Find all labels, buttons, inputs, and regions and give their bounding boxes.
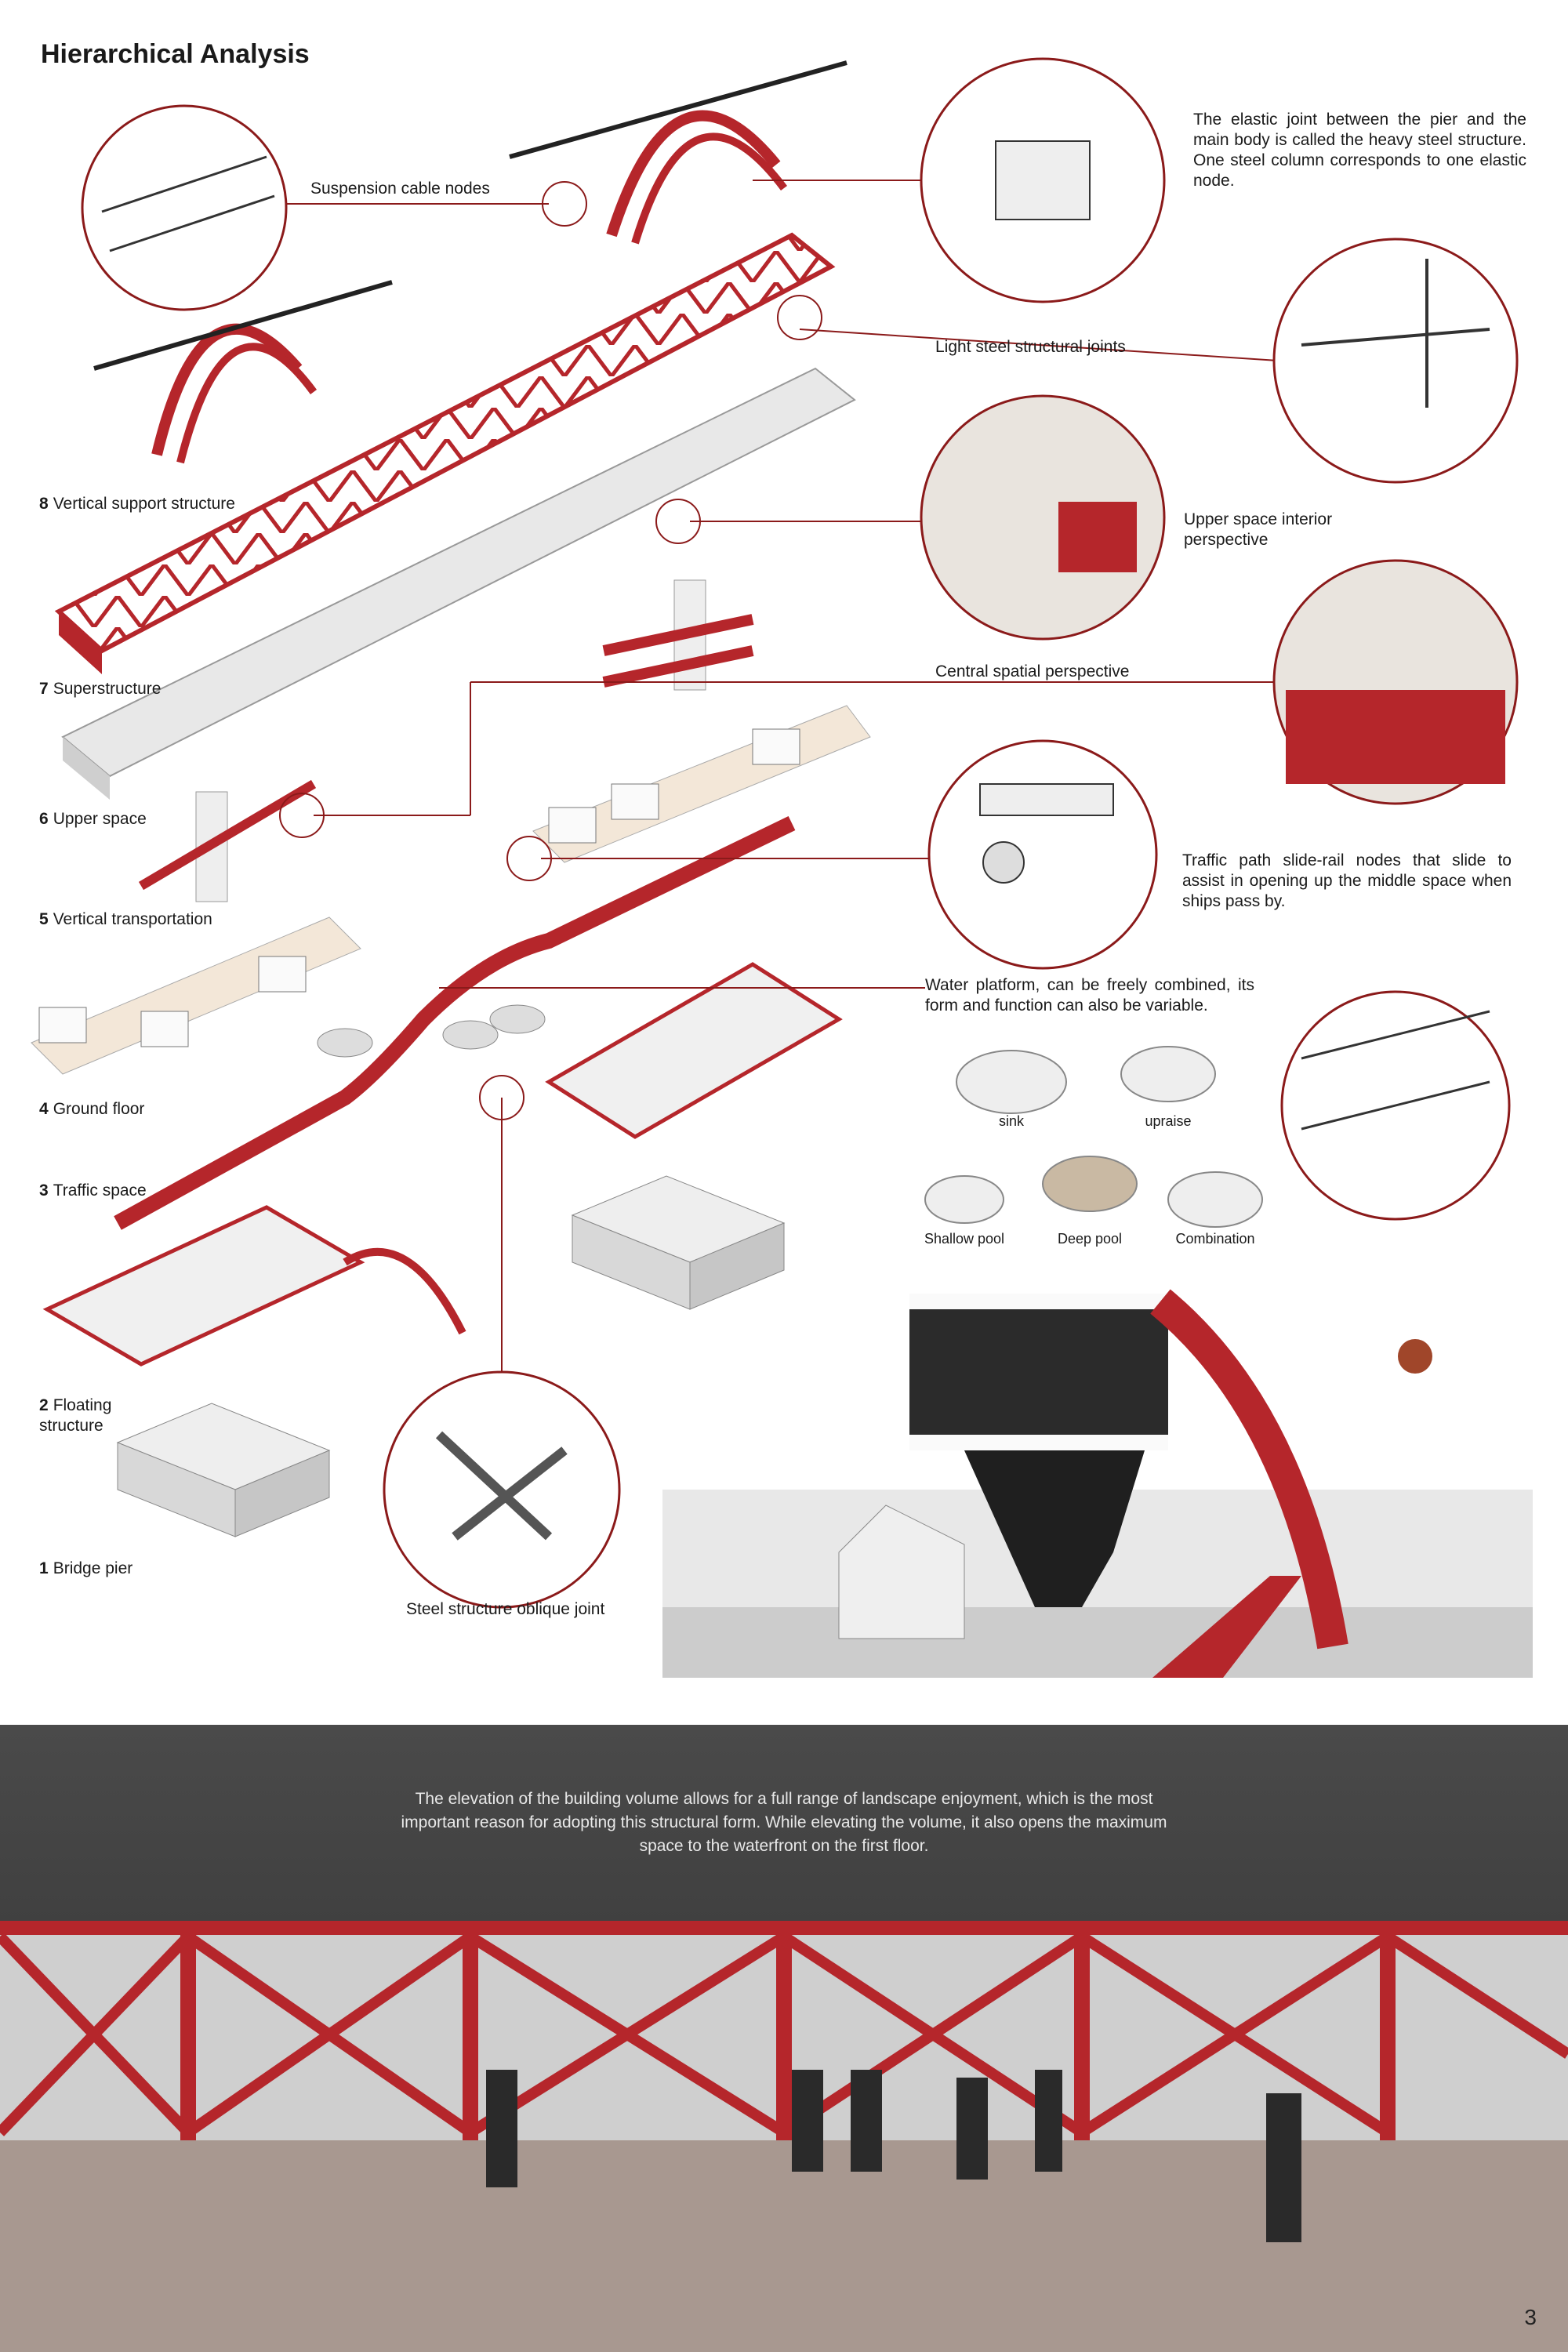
- superstructure-truss: [54, 232, 836, 674]
- light-steel-joint-detail: [1272, 238, 1519, 484]
- interior-steel-frame: [0, 1921, 1568, 2352]
- upper-volumes: [138, 579, 871, 902]
- callout-upper-space-interior: Upper space interior perspective: [1184, 510, 1333, 549]
- ground-floor: [31, 916, 361, 1075]
- vertical-support-arches: [93, 60, 848, 464]
- wp-label-sink: sink: [998, 1113, 1024, 1129]
- wp-label-combination: Combination: [1175, 1231, 1255, 1247]
- wp-label-deep-pool: Deep pool: [1057, 1231, 1123, 1247]
- water-platform-icons: [924, 1046, 1263, 1228]
- callout-suspension-cable-nodes: Suspension cable nodes: [310, 180, 490, 198]
- elastic-joint-text: The elastic joint between the pier and t…: [1193, 111, 1526, 190]
- page-title: Hierarchical Analysis: [41, 39, 310, 69]
- exploded-axonometric-diagram: [31, 57, 1533, 1678]
- floating-structure: [42, 1205, 466, 1367]
- traffic-path: [114, 815, 796, 1230]
- upper-space-slab: [61, 367, 856, 800]
- wp-label-shallow-pool: Shallow pool: [924, 1231, 1005, 1247]
- slide-rail-text: Traffic path slide-rail nodes that slide…: [1182, 851, 1512, 910]
- wp-label-upraise: upraise: [1145, 1113, 1192, 1129]
- callout-central-spatial-perspective: Central spatial perspective: [935, 662, 1130, 681]
- leader-lines: [279, 180, 1279, 1380]
- bridge-piers: [116, 1175, 786, 1537]
- suspension-node-detail: [81, 104, 288, 311]
- detail-circles: [81, 57, 1519, 1609]
- water-platform-grid: [545, 962, 843, 1139]
- water-platform-text: Water platform, can be freely combined, …: [925, 976, 1254, 1014]
- callout-light-steel-joints: Light steel structural joints: [935, 338, 1126, 356]
- bottom-interior-render: The elevation of the building volume all…: [0, 1725, 1568, 2352]
- page-number: 3: [1524, 2305, 1537, 2329]
- bridge-perspective-render: [662, 1289, 1533, 1678]
- slide-rail-detail: [927, 739, 1158, 970]
- bottom-description: The elevation of the building volume all…: [401, 1790, 1167, 1855]
- callout-oblique-joint: Steel structure oblique joint: [406, 1600, 605, 1618]
- upper-space-interior-detail: [920, 394, 1166, 641]
